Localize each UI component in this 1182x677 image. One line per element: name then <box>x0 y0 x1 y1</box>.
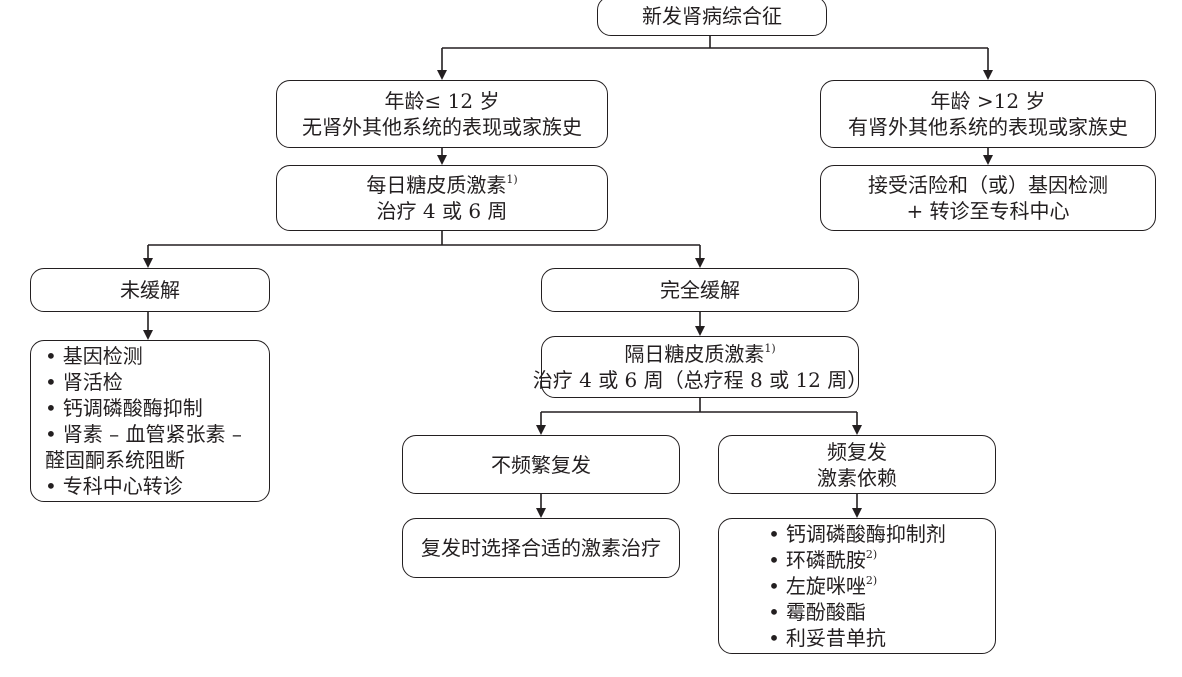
list-item: 专科中心转诊 <box>45 473 183 499</box>
node-age-low-line1: 年龄≤ 12 岁 <box>384 89 500 113</box>
node-age-high-line1: 年龄 >12 岁 <box>930 89 1046 113</box>
node-alt-day-steroid-line1: 隔日糖皮质激素 <box>624 342 765 366</box>
arrowhead <box>852 508 862 518</box>
node-biopsy-genetic: 接受活险和（或）基因检测 + 转诊至专科中心 <box>820 165 1156 231</box>
node-start: 新发肾病综合征 <box>597 0 827 36</box>
footnote-marker: 1) <box>764 342 776 355</box>
node-daily-steroid-line2: 治疗 4 或 6 周 <box>376 199 508 223</box>
node-age-high: 年龄 >12 岁 有肾外其他系统的表现或家族史 <box>820 80 1156 148</box>
list-item-continuation: 醛固酮系统阻断 <box>45 448 185 472</box>
footnote-marker: 1) <box>506 173 518 186</box>
list-item: 肾活检 <box>45 369 123 395</box>
node-infrequent-relapse-label: 不频繁复发 <box>491 452 591 477</box>
list-item: 利妥昔单抗 <box>768 625 946 651</box>
list-item: 基因检测 <box>45 343 143 369</box>
node-biopsy-genetic-line1: 接受活险和（或）基因检测 <box>868 173 1108 197</box>
arrowhead <box>143 330 153 340</box>
node-daily-steroid: 每日糖皮质激素1) 治疗 4 或 6 周 <box>276 165 608 231</box>
node-no-remission: 未缓解 <box>30 268 270 312</box>
arrowhead <box>536 508 546 518</box>
node-biopsy-genetic-line2: + 转诊至专科中心 <box>906 199 1070 223</box>
node-age-high-line2: 有肾外其他系统的表现或家族史 <box>848 115 1128 139</box>
node-relapse-treatment: 复发时选择合适的激素治疗 <box>402 518 680 578</box>
node-frequent-relapse-line2: 激素依赖 <box>817 465 897 490</box>
arrowhead <box>695 258 705 268</box>
node-frequent-relapse: 频复发 激素依赖 <box>718 435 996 494</box>
node-relapse-treatment-label: 复发时选择合适的激素治疗 <box>421 536 661 560</box>
node-frequent-relapse-line1: 频复发 <box>827 439 887 464</box>
arrowhead <box>143 258 153 268</box>
node-age-low-line2: 无肾外其他系统的表现或家族史 <box>302 115 582 139</box>
list-item: 环磷酰胺2) <box>768 547 946 573</box>
node-frequent-relapse-drugs: 钙调磷酸酶抑制剂 环磷酰胺2) 左旋咪唑2) 霉酚酸酯 利妥昔单抗 <box>718 518 996 654</box>
arrowhead <box>437 70 447 80</box>
arrowhead <box>983 70 993 80</box>
node-complete-remission: 完全缓解 <box>541 268 859 312</box>
list-item: 左旋咪唑2) <box>768 573 946 599</box>
node-alt-day-steroid-line2: 治疗 4 或 6 周（总疗程 8 或 12 周） <box>532 368 868 392</box>
list-item: 霉酚酸酯 <box>768 599 946 625</box>
footnote-marker: 2) <box>865 548 878 561</box>
footnote-marker: 2) <box>865 574 878 587</box>
node-complete-remission-label: 完全缓解 <box>660 278 740 302</box>
arrowhead <box>437 155 447 165</box>
node-alt-day-steroid: 隔日糖皮质激素1) 治疗 4 或 6 周（总疗程 8 或 12 周） <box>533 336 867 398</box>
arrowhead <box>852 425 862 435</box>
list-item: 钙调磷酸酶抑制 <box>45 395 203 421</box>
node-daily-steroid-line1: 每日糖皮质激素 <box>366 173 507 197</box>
list-item: 钙调磷酸酶抑制剂 <box>768 521 946 547</box>
arrowhead <box>536 425 546 435</box>
node-age-low: 年龄≤ 12 岁 无肾外其他系统的表现或家族史 <box>276 80 608 148</box>
node-start-label: 新发肾病综合征 <box>642 4 782 28</box>
arrowhead <box>695 326 705 336</box>
node-no-remission-actions: 基因检测 肾活检 钙调磷酸酶抑制 肾素 – 血管紧张素 – 醛固酮系统阻断 专科… <box>30 340 270 502</box>
node-no-remission-label: 未缓解 <box>120 278 180 302</box>
node-infrequent-relapse: 不频繁复发 <box>402 435 680 494</box>
list-item: 肾素 – 血管紧张素 – <box>45 421 242 447</box>
arrowhead <box>983 155 993 165</box>
